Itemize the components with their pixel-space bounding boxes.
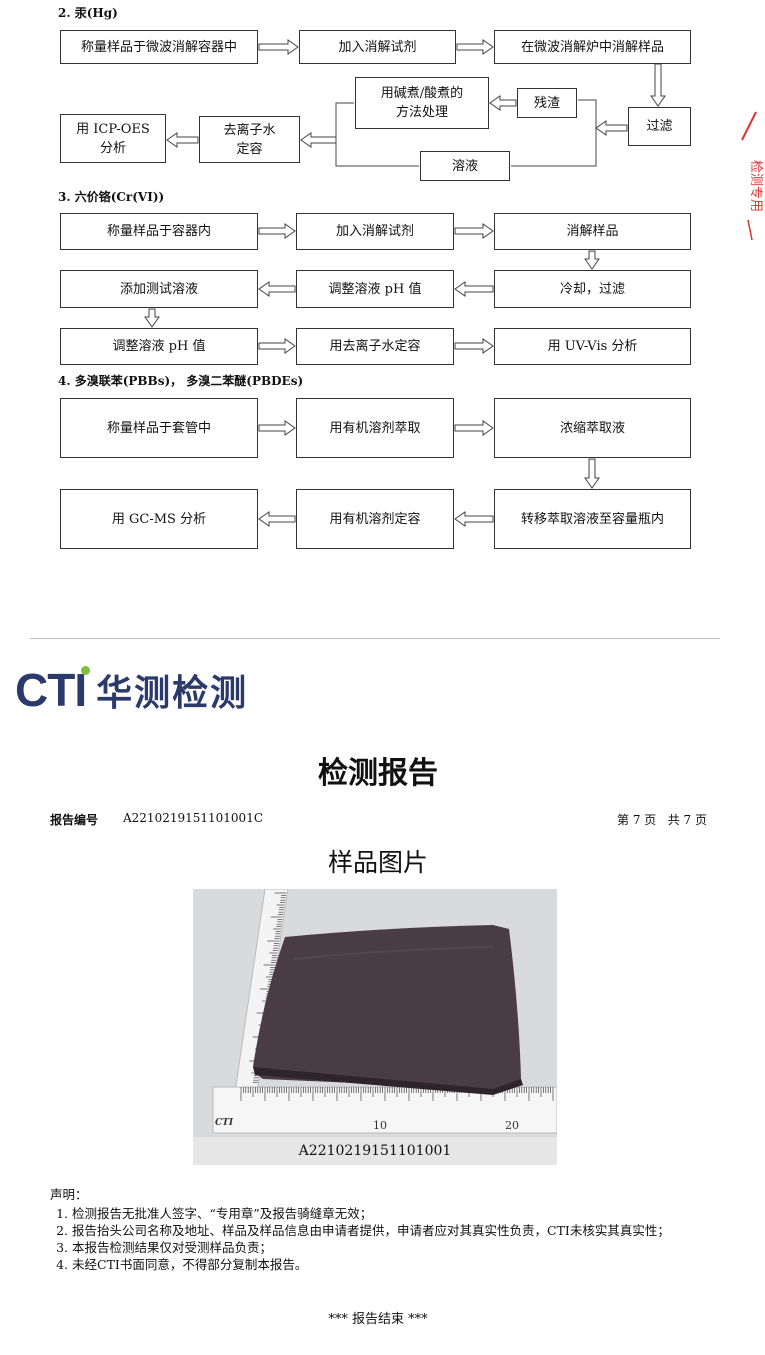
step-add-reagent: 加入消解试剂 (299, 30, 456, 64)
statement-item: 检测报告无批准人签字、“专用章”及报告骑缝章无效； (72, 1205, 722, 1222)
arrow-right-icon (258, 39, 299, 55)
step-icp-oes: 用 ICP-OES 分析 (60, 114, 166, 163)
arrow-down-icon (584, 250, 600, 270)
step-weigh-thimble: 称量样品于套管中 (60, 398, 258, 458)
step-transfer-flask: 转移萃取溶液至容量瓶内 (494, 489, 691, 549)
arrow-right-icon (258, 338, 296, 354)
step-di-water-volume: 用去离子水定容 (296, 328, 454, 365)
ruler-mark-20: 20 (505, 1119, 519, 1132)
arrow-down-icon (650, 63, 666, 107)
report-number-label: 报告编号 (50, 813, 99, 827)
statement-item: 未经CTI书面同意，不得部分复制本报告。 (72, 1256, 722, 1273)
step-gc-ms: 用 GC-MS 分析 (60, 489, 258, 549)
red-seal-stamp: 检测专用 (741, 111, 763, 241)
section-title-pbb: 4. 多溴联苯(PBBs)， 多溴二苯醚(PBDEs) (58, 374, 304, 388)
arrow-left-icon (300, 132, 337, 148)
photo-title: 样品图片 (327, 848, 428, 877)
step-adjust-ph: 调整溶液 pH 值 (296, 270, 454, 308)
step-concentrate: 浓缩萃取液 (494, 398, 691, 458)
statement-item: 报告抬头公司名称及地址、样品及样品信息由申请者提供，申请者应对其真实性负责，CT… (72, 1222, 722, 1239)
section-title-hg: 2. 汞(Hg) (58, 6, 118, 20)
step-digest: 消解样品 (494, 213, 691, 250)
arrow-right-icon (454, 420, 494, 436)
connector-line (335, 102, 419, 167)
arrow-right-icon (454, 338, 494, 354)
step-adjust-ph-2: 调整溶液 pH 值 (60, 328, 258, 365)
arrow-down-icon (144, 308, 160, 328)
statement-item: 本报告检测结果仅对受测样品负责； (72, 1239, 722, 1256)
arrow-down-icon (584, 458, 600, 489)
arrow-left-icon (258, 281, 296, 297)
arrow-left-icon (489, 95, 517, 111)
report-end: *** 报告结束 *** (328, 1312, 428, 1327)
step-add-test-solution: 添加测试溶液 (60, 270, 258, 308)
statement: 声明： 检测报告无批准人签字、“专用章”及报告骑缝章无效； 报告抬头公司名称及地… (50, 1186, 722, 1273)
step-solvent-volume: 用有机溶剂定容 (296, 489, 454, 549)
arrow-right-icon (454, 223, 494, 239)
arrow-right-icon (258, 223, 296, 239)
logo-latin: CTI (15, 664, 87, 716)
step-solvent-extract: 用有机溶剂萃取 (296, 398, 454, 458)
statement-heading: 声明： (50, 1187, 88, 1202)
step-microwave-digest: 在微波消解炉中消解样品 (494, 30, 691, 64)
step-solution: 溶液 (420, 151, 510, 181)
arrow-right-icon (456, 39, 494, 55)
arrow-left-icon (258, 511, 296, 527)
step-di-water-volume: 去离子水 定容 (199, 116, 300, 163)
step-filter: 过滤 (628, 107, 691, 146)
arrow-right-icon (258, 420, 296, 436)
arrow-left-icon (454, 511, 494, 527)
report-title: 检测报告 (318, 756, 438, 791)
svg-text:检测专用: 检测专用 (748, 160, 763, 212)
connector-line (578, 99, 597, 128)
step-uv-vis: 用 UV-Vis 分析 (494, 328, 691, 365)
step-add-reagent: 加入消解试剂 (296, 213, 454, 250)
page-indicator: 第 7 页 共 7 页 (617, 813, 707, 827)
sample-photo: 10 20 CTI A2210219151101001 (193, 889, 557, 1165)
cti-logo: CTI 华测检测 (15, 664, 248, 716)
flowchart-connectors (144, 39, 666, 527)
logo-chinese: 华测检测 (96, 673, 249, 714)
logo-dot (81, 666, 90, 675)
connector-line (511, 128, 597, 167)
arrow-left-icon (166, 132, 199, 148)
ruler-mark-10: 10 (373, 1119, 387, 1132)
step-weigh-sample: 称量样品于微波消解容器中 (60, 30, 258, 64)
arrow-left-icon (454, 281, 494, 297)
step-residue: 残渣 (517, 88, 577, 118)
ruler-brand: CTI (215, 1118, 234, 1128)
step-alkali-acid-boil: 用碱煮/酸煮的 方法处理 (355, 77, 489, 129)
arrow-left-icon (595, 120, 628, 136)
step-cool-filter: 冷却，过滤 (494, 270, 691, 308)
photo-caption: A2210219151101001 (298, 1143, 452, 1159)
page-divider (30, 638, 720, 639)
step-weigh-sample: 称量样品于容器内 (60, 213, 258, 250)
section-title-cr: 3. 六价铬(Cr(VI)) (58, 190, 165, 204)
report-number: A2210219151101001C (123, 811, 264, 825)
